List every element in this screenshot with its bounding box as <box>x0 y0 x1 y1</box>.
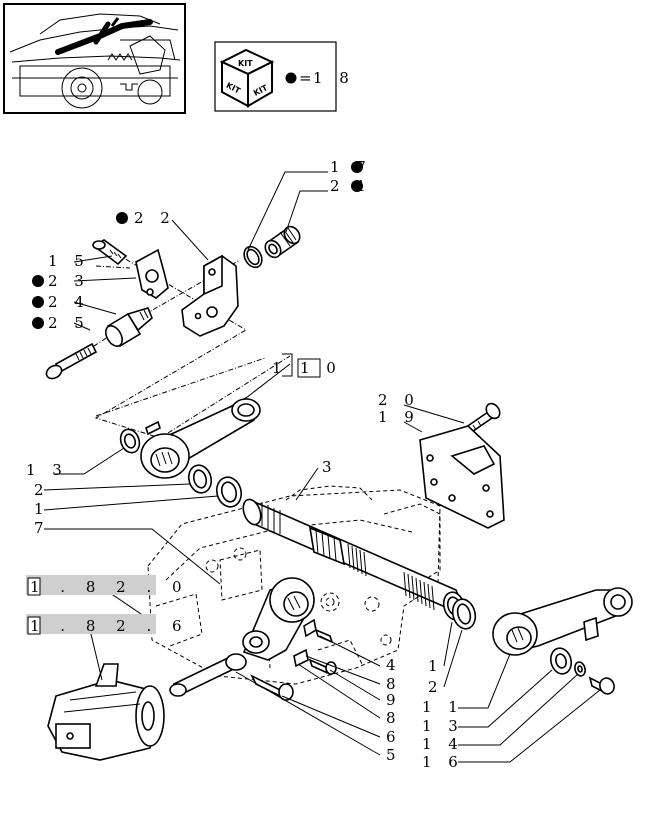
bolt-15[interactable] <box>92 239 128 266</box>
seal-2-left[interactable] <box>186 463 214 496</box>
callout-7[interactable]: 7 <box>34 519 50 537</box>
bolt-16[interactable] <box>588 676 616 696</box>
kit-bullet-icon <box>285 72 297 84</box>
screw-25[interactable] <box>44 342 98 381</box>
kit-marker-icon <box>351 161 363 173</box>
bearing-1-right[interactable] <box>449 597 478 632</box>
callout-17[interactable]: 1 7 <box>330 158 372 176</box>
cross-shaft-3[interactable] <box>240 497 468 618</box>
hydraulic-pump-reference[interactable] <box>47 663 165 761</box>
callout-19[interactable]: 1 9 <box>378 408 420 426</box>
kit-box-icon: KIT KIT KIT <box>219 48 275 108</box>
callout-1-right[interactable]: 1 <box>428 657 444 675</box>
callout-2-right[interactable]: 2 <box>428 678 444 696</box>
bush-21[interactable] <box>262 224 303 261</box>
kit-marker-icon <box>32 275 44 287</box>
callout-8-upper[interactable]: 8 <box>386 675 402 693</box>
kit-marker-icon <box>351 180 363 192</box>
plate-23[interactable] <box>135 248 169 299</box>
callout-16[interactable]: 1 6 <box>422 753 464 771</box>
callout-20[interactable]: 2 0 <box>378 391 420 409</box>
callout-15[interactable]: 1 5 <box>48 252 90 270</box>
ref-box-1826 <box>27 616 41 635</box>
ref-band-1826 <box>26 614 156 634</box>
callout-labels: 1 7 2 1 2 2 1 5 2 3 2 4 2 5 1 2 1 0 2 0 … <box>26 158 464 771</box>
ref-box-10 <box>297 358 321 378</box>
lift-arm-11[interactable] <box>492 587 633 656</box>
kit-value: 1 8 <box>313 69 355 87</box>
callout-1-left[interactable]: 1 <box>34 500 50 518</box>
callout-24[interactable]: 2 4 <box>48 293 90 311</box>
callout-25[interactable]: 2 5 <box>48 314 90 332</box>
callout-6[interactable]: 6 <box>386 728 402 746</box>
callout-14[interactable]: 1 4 <box>422 735 464 753</box>
washer-13-left[interactable] <box>117 427 142 456</box>
callout-9[interactable]: 9 <box>386 691 402 709</box>
callout-21[interactable]: 2 1 <box>330 177 372 195</box>
leader-lines <box>43 171 601 763</box>
callout-22[interactable]: 2 2 <box>134 209 176 227</box>
washer-13-right[interactable] <box>548 646 574 676</box>
callout-5[interactable]: 5 <box>386 746 402 764</box>
link-5[interactable] <box>169 653 247 697</box>
kit-marker-icon <box>32 317 44 329</box>
pin-24[interactable] <box>102 307 153 349</box>
bearing-1-left[interactable] <box>214 474 245 509</box>
kit-legend: KIT KIT KIT = 1 8 <box>214 41 355 112</box>
callout-3[interactable]: 3 <box>322 458 338 476</box>
ring-17[interactable] <box>241 243 266 270</box>
callout-13-right[interactable]: 1 3 <box>422 717 464 735</box>
pin-6[interactable] <box>250 674 294 701</box>
ref-10[interactable]: 1 0 <box>300 359 342 377</box>
kit-marker-icon <box>32 296 44 308</box>
kit-label-top: KIT <box>238 59 253 68</box>
kit-equals: = <box>299 69 318 87</box>
kit-marker-icon <box>116 212 128 224</box>
pin-4[interactable] <box>314 628 334 644</box>
callout-8-lower[interactable]: 8 <box>386 709 402 727</box>
tractor-thumbnail[interactable] <box>3 3 186 114</box>
ref-box-1820 <box>27 577 41 596</box>
callout-23[interactable]: 2 3 <box>48 272 90 290</box>
bracket-22[interactable] <box>181 254 239 337</box>
lift-arm-12[interactable] <box>140 396 261 479</box>
callout-2-left[interactable]: 2 <box>34 481 50 499</box>
callout-4[interactable]: 4 <box>386 656 402 674</box>
callout-11[interactable]: 1 1 <box>422 698 464 716</box>
ref-band-1820 <box>26 575 156 595</box>
bracket-19[interactable] <box>419 425 505 529</box>
callout-13-left[interactable]: 1 3 <box>26 461 68 479</box>
ref-1820[interactable]: 1 . 8 2 . 0 <box>30 578 190 596</box>
lift-arm-7[interactable] <box>242 577 315 661</box>
washer-14[interactable] <box>573 661 586 677</box>
ref-1826[interactable]: 1 . 8 2 . 6 <box>30 617 190 635</box>
